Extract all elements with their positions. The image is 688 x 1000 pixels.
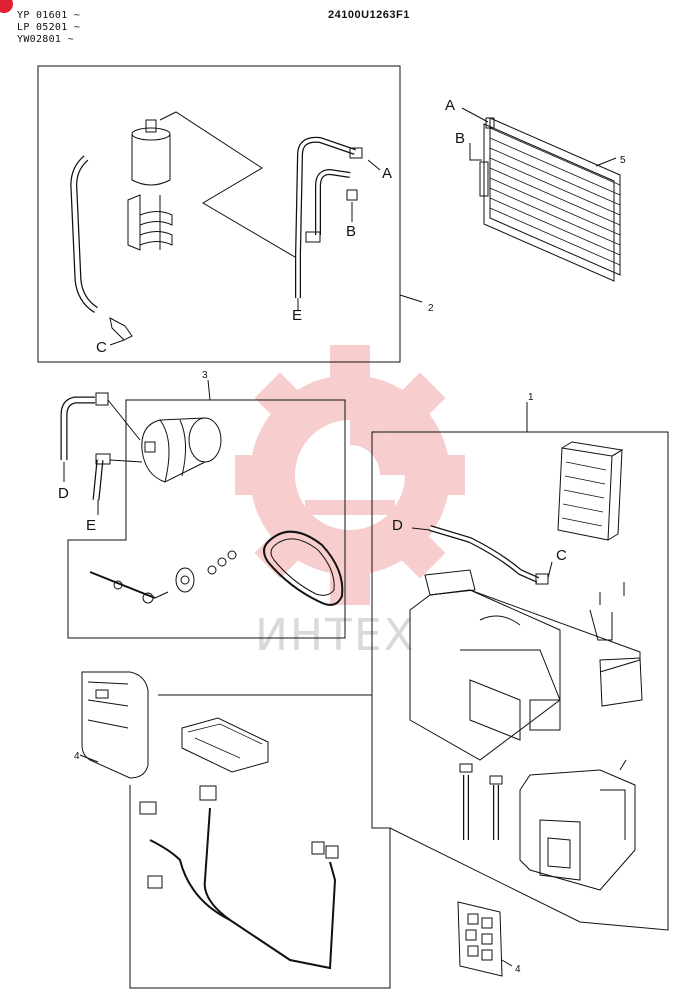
corner-mark-icon — [0, 0, 13, 13]
serial-range-lp: LP 05201 ~ — [17, 22, 81, 33]
controller-harness-group — [79, 671, 391, 989]
hvac-unit-housing — [409, 569, 643, 761]
control-panel — [181, 717, 269, 773]
callout-d-hose: D — [58, 485, 69, 502]
refrigerant-lines-group — [37, 65, 423, 363]
callout-a-pipe: A — [382, 165, 392, 182]
controller-number: 4 — [74, 751, 80, 762]
compressor-group — [60, 379, 346, 639]
compressor — [141, 417, 222, 483]
callout-e-hose: E — [86, 517, 96, 534]
callout-a-condenser: A — [445, 97, 455, 114]
condenser-number: 5 — [620, 155, 626, 166]
drawing-code: 24100U1263F1 — [328, 9, 410, 21]
receiver-dryer — [131, 111, 301, 261]
group-3-number: 3 — [202, 370, 208, 381]
ac-unit-group — [371, 402, 669, 931]
dryer-bracket — [127, 194, 173, 251]
callout-b-condenser: B — [455, 130, 465, 147]
callout-d-unit: D — [392, 517, 403, 534]
watermark-gear-icon — [235, 345, 465, 605]
drive-belt — [263, 530, 344, 606]
group-1-number: 1 — [528, 392, 534, 403]
relay-panel — [457, 901, 513, 977]
blower-unit — [519, 759, 636, 891]
callout-c-unit: C — [556, 547, 567, 564]
serial-range-yp: YP 01601 ~ — [17, 10, 81, 21]
ac-controller — [81, 671, 149, 779]
callout-b-pipe: B — [346, 223, 356, 240]
condenser — [461, 107, 621, 282]
group-2-frame — [37, 65, 401, 363]
group-2-number: 2 — [428, 303, 434, 314]
panel-number: 4 — [515, 964, 521, 975]
callout-c-hose: C — [96, 339, 107, 356]
callout-e-pipe: E — [292, 307, 302, 324]
serial-range-yw: YW02801 ~ — [17, 34, 74, 45]
watermark-text: ИНТЕХ — [255, 610, 416, 661]
air-filter — [557, 441, 624, 541]
